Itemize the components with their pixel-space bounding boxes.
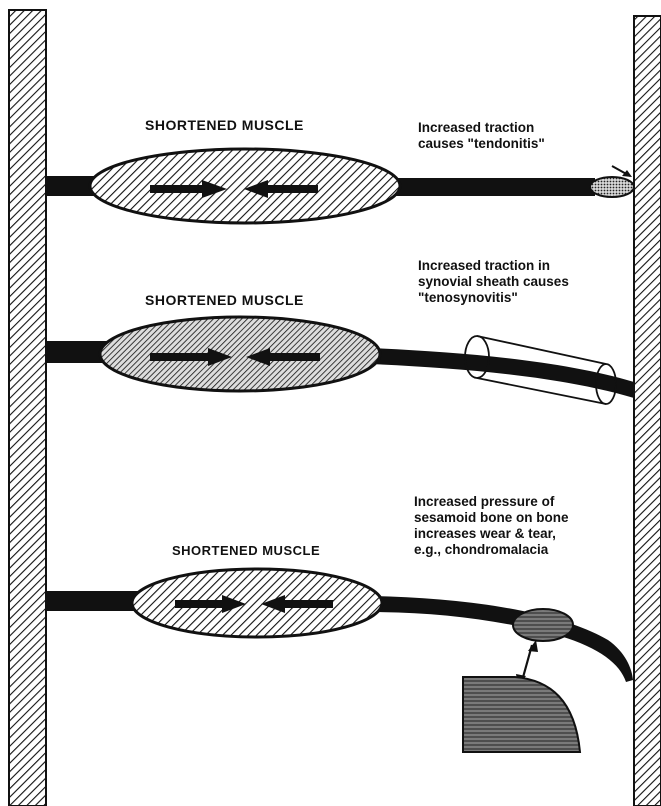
tendon-left-3 <box>45 591 140 611</box>
panel-3-chondromalacia <box>45 569 633 752</box>
tendon-insertion-1 <box>590 177 634 197</box>
panel-2-tenosynovitis <box>45 317 634 404</box>
right-wall <box>634 16 661 806</box>
tendon-right-3 <box>370 596 633 682</box>
muscle-label-3: SHORTENED MUSCLE <box>172 543 320 558</box>
muscle-belly-1 <box>90 149 400 223</box>
tendon-right-2 <box>370 348 634 398</box>
tendon-right-1 <box>385 178 595 196</box>
muscle-label-2: SHORTENED MUSCLE <box>145 292 304 308</box>
bone-surface-3 <box>463 677 580 752</box>
left-wall <box>9 10 46 806</box>
effect-note-1: Increased traction causes "tendonitis" <box>418 120 545 152</box>
panel-1-tendonitis <box>45 149 634 223</box>
muscle-belly-2 <box>100 317 380 391</box>
sesamoid-bone-3 <box>513 609 573 641</box>
effect-note-3: Increased pressure of sesamoid bone on b… <box>414 494 569 558</box>
effect-note-2: Increased traction in synovial sheath ca… <box>418 258 569 306</box>
muscle-belly-3 <box>132 569 382 637</box>
muscle-label-1: SHORTENED MUSCLE <box>145 117 304 133</box>
